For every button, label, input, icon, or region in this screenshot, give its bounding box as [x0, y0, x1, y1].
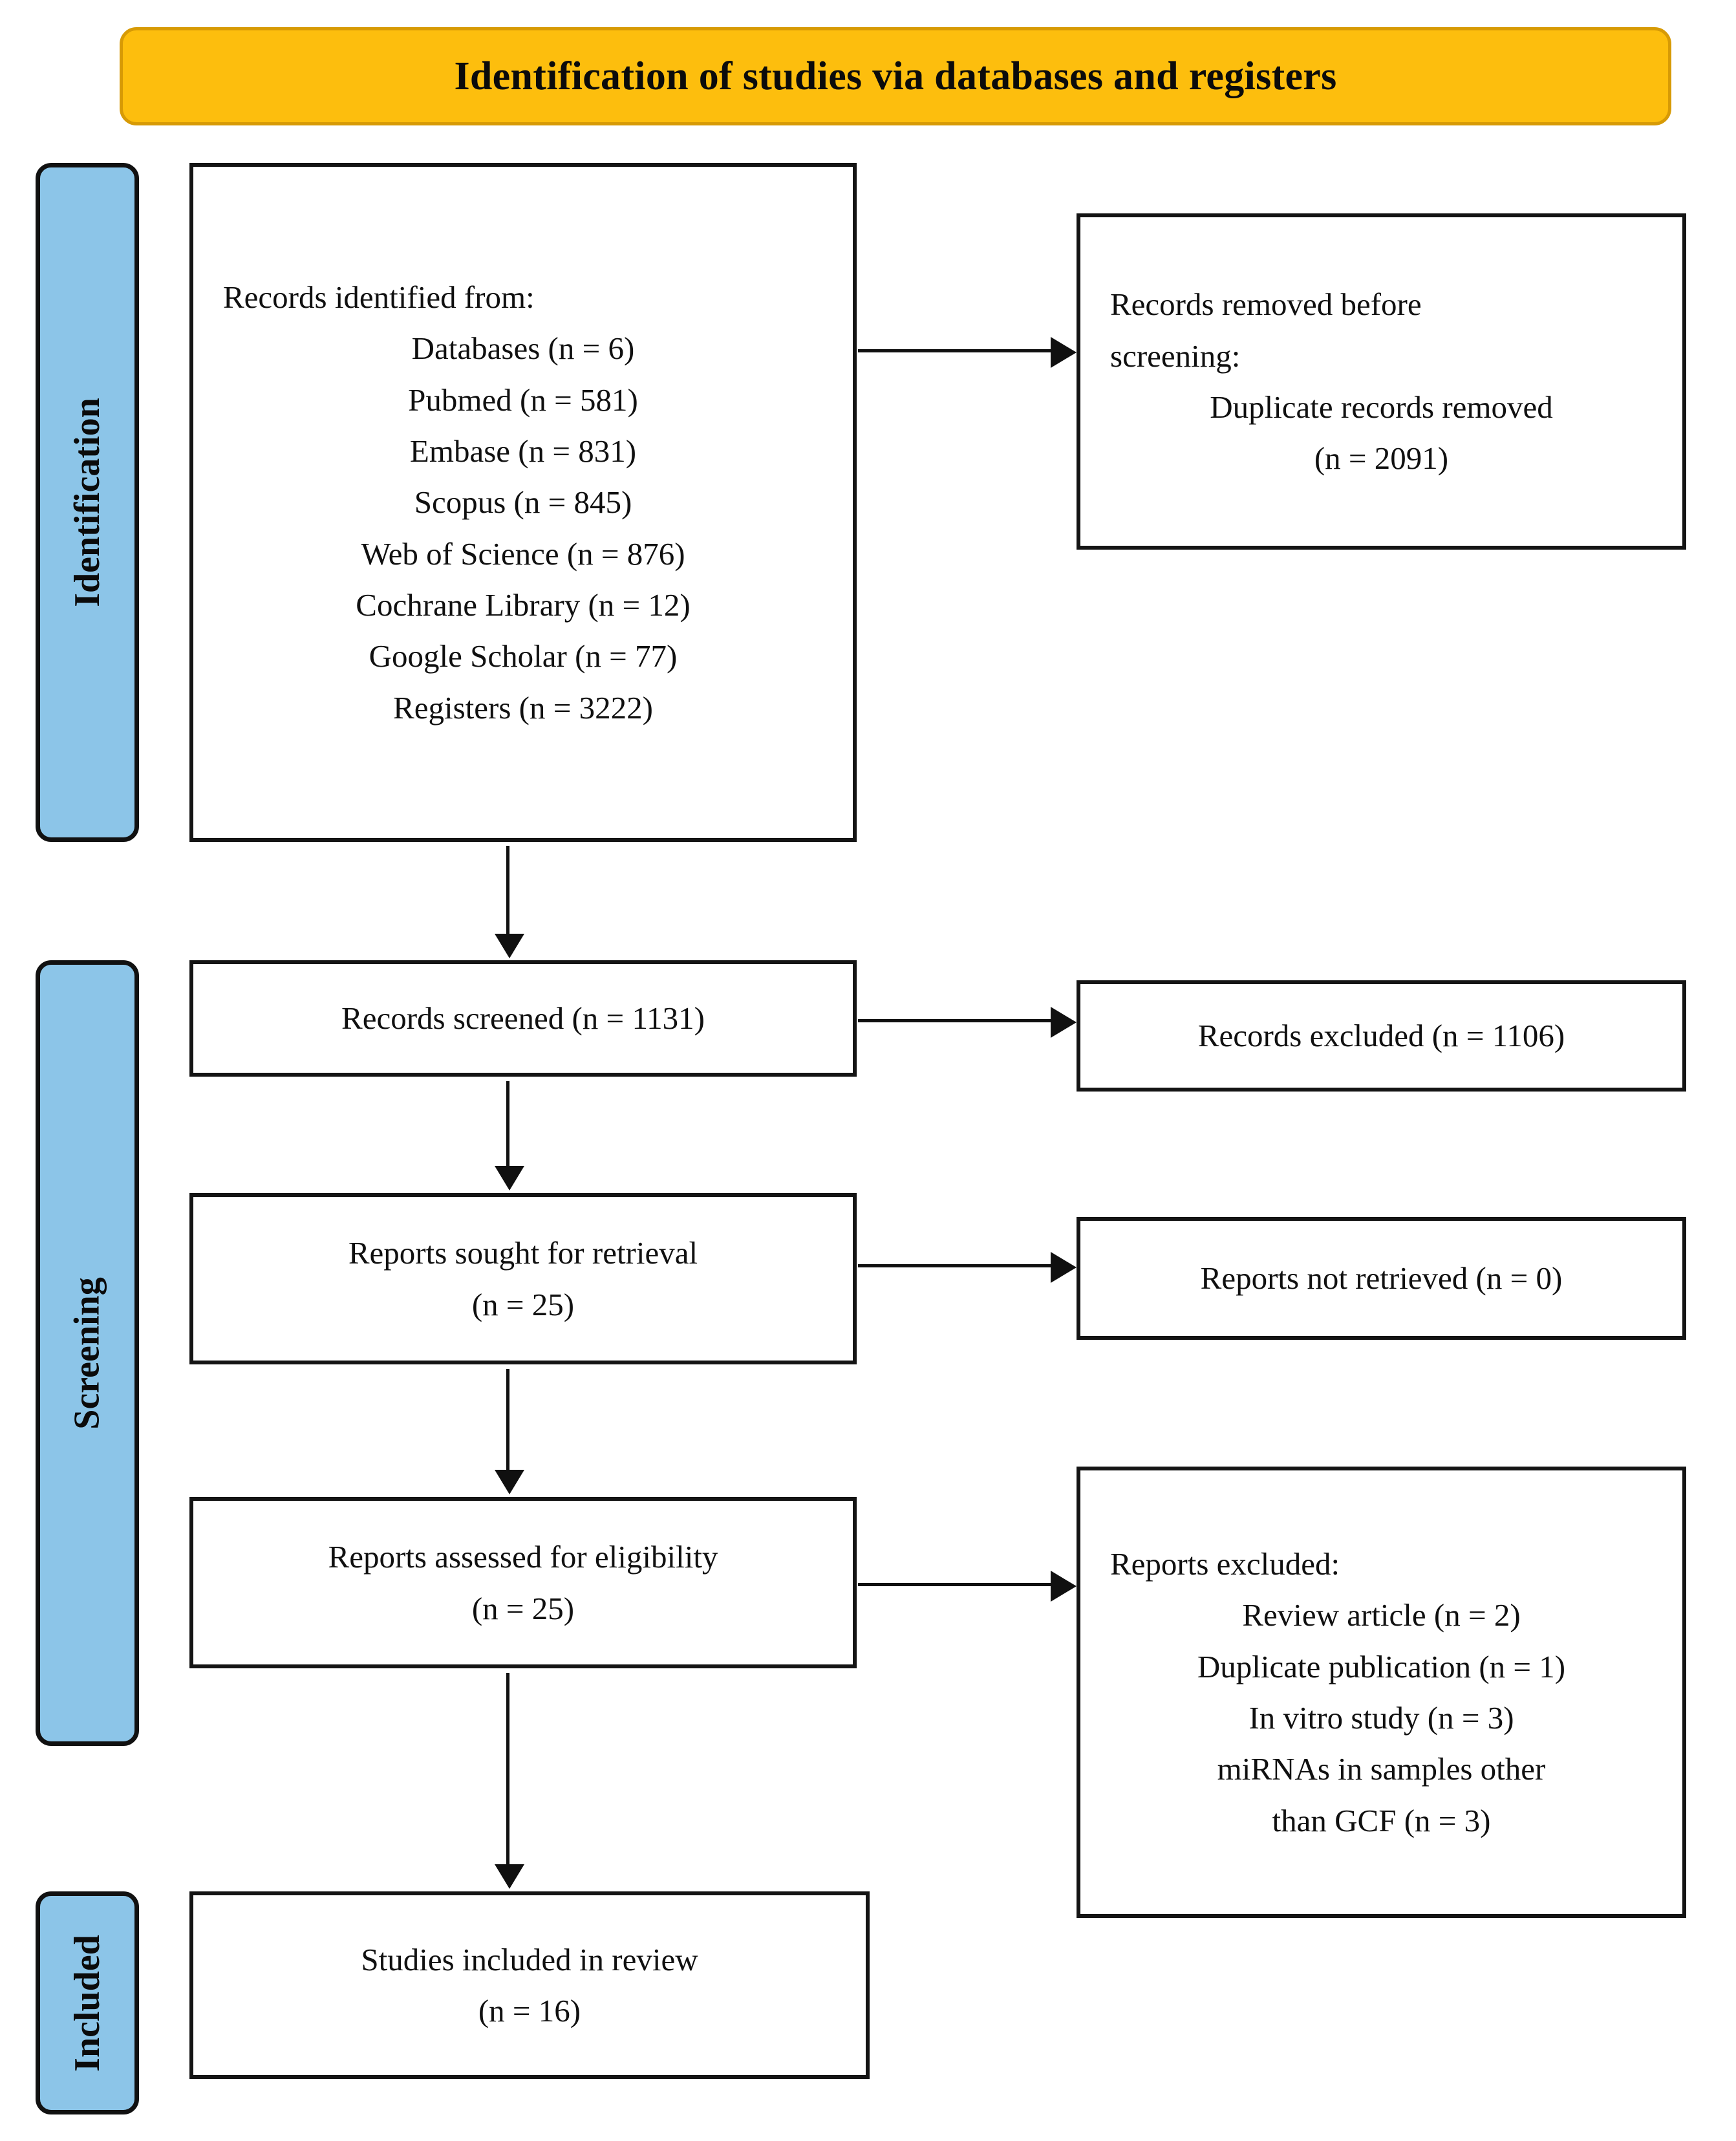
- arrow-identified-to-removed-icon: [858, 337, 1077, 368]
- stage-label-included: Included: [36, 1891, 139, 2114]
- records-identified-item-google-scholar: Google Scholar (n = 77): [369, 638, 678, 674]
- reports-excluded-item-duplicate-publication: Duplicate publication (n = 1): [1197, 1648, 1566, 1684]
- stage-label-screening-text: Screening: [67, 1276, 107, 1430]
- node-records-removed: Records removed before screening: Duplic…: [1077, 213, 1686, 550]
- node-reports-excluded: Reports excluded: Review article (n = 2)…: [1077, 1467, 1686, 1918]
- node-reports-not-retrieved: Reports not retrieved (n = 0): [1077, 1217, 1686, 1340]
- records-identified-item-embase: Embase (n = 831): [409, 433, 637, 469]
- reports-assessed-count: (n = 25): [471, 1590, 575, 1626]
- arrow-screened-to-sought-icon: [495, 1081, 524, 1190]
- stage-label-identification-text: Identification: [67, 398, 107, 607]
- diagram-title: Identification of studies via databases …: [454, 54, 1337, 98]
- reports-assessed-label: Reports assessed for eligibility: [328, 1539, 718, 1575]
- reports-excluded-item-review-article: Review article (n = 2): [1242, 1597, 1521, 1633]
- stage-label-screening: Screening: [36, 960, 139, 1746]
- reports-excluded-item-in-vitro-study: In vitro study (n = 3): [1248, 1700, 1514, 1736]
- node-records-screened: Records screened (n = 1131): [189, 960, 857, 1077]
- records-removed-heading-line2: screening:: [1110, 338, 1241, 374]
- node-records-identified: Records identified from: Databases (n = …: [189, 163, 857, 842]
- stage-label-identification: Identification: [36, 163, 139, 842]
- arrow-sought-to-not-retrieved-icon: [858, 1252, 1077, 1283]
- reports-excluded-item-mirnas-line2: than GCF (n = 3): [1272, 1802, 1491, 1838]
- records-identified-item-scopus: Scopus (n = 845): [414, 484, 632, 521]
- records-removed-duplicate-count: (n = 2091): [1314, 440, 1449, 477]
- node-reports-assessed: Reports assessed for eligibility (n = 25…: [189, 1497, 857, 1668]
- arrow-sought-to-assessed-icon: [495, 1369, 524, 1494]
- arrow-identified-to-screened-icon: [495, 846, 524, 958]
- reports-sought-count: (n = 25): [471, 1286, 575, 1322]
- studies-included-label: Studies included in review: [361, 1941, 698, 1977]
- studies-included-count: (n = 16): [478, 1993, 581, 2028]
- records-identified-item-registers: Registers (n = 3222): [393, 689, 653, 726]
- reports-excluded-item-mirnas-line1: miRNAs in samples other: [1217, 1751, 1546, 1787]
- arrow-assessed-to-reports-excluded-icon: [858, 1571, 1077, 1602]
- records-removed-duplicate-label: Duplicate records removed: [1210, 389, 1553, 425]
- records-excluded-text: Records excluded (n = 1106): [1197, 1017, 1565, 1053]
- records-removed-heading-line1: Records removed before: [1110, 286, 1422, 323]
- records-identified-item-databases: Databases (n = 6): [411, 330, 635, 367]
- records-identified-item-cochrane-library: Cochrane Library (n = 12): [356, 587, 691, 623]
- node-records-excluded: Records excluded (n = 1106): [1077, 980, 1686, 1092]
- records-identified-item-web-of-science: Web of Science (n = 876): [361, 535, 685, 572]
- arrow-screened-to-excluded-icon: [858, 1007, 1077, 1038]
- node-reports-sought: Reports sought for retrieval (n = 25): [189, 1193, 857, 1364]
- records-screened-text: Records screened (n = 1131): [341, 1000, 705, 1036]
- reports-excluded-heading: Reports excluded:: [1110, 1545, 1340, 1582]
- diagram-header-banner: Identification of studies via databases …: [120, 27, 1671, 125]
- stage-label-included-text: Included: [67, 1934, 108, 2072]
- reports-not-retrieved-text: Reports not retrieved (n = 0): [1200, 1260, 1563, 1296]
- records-identified-heading: Records identified from:: [223, 279, 535, 315]
- reports-sought-label: Reports sought for retrieval: [348, 1235, 698, 1271]
- node-studies-included: Studies included in review (n = 16): [189, 1891, 870, 2079]
- records-identified-item-pubmed: Pubmed (n = 581): [408, 382, 638, 418]
- arrow-assessed-to-included-icon: [495, 1673, 524, 1889]
